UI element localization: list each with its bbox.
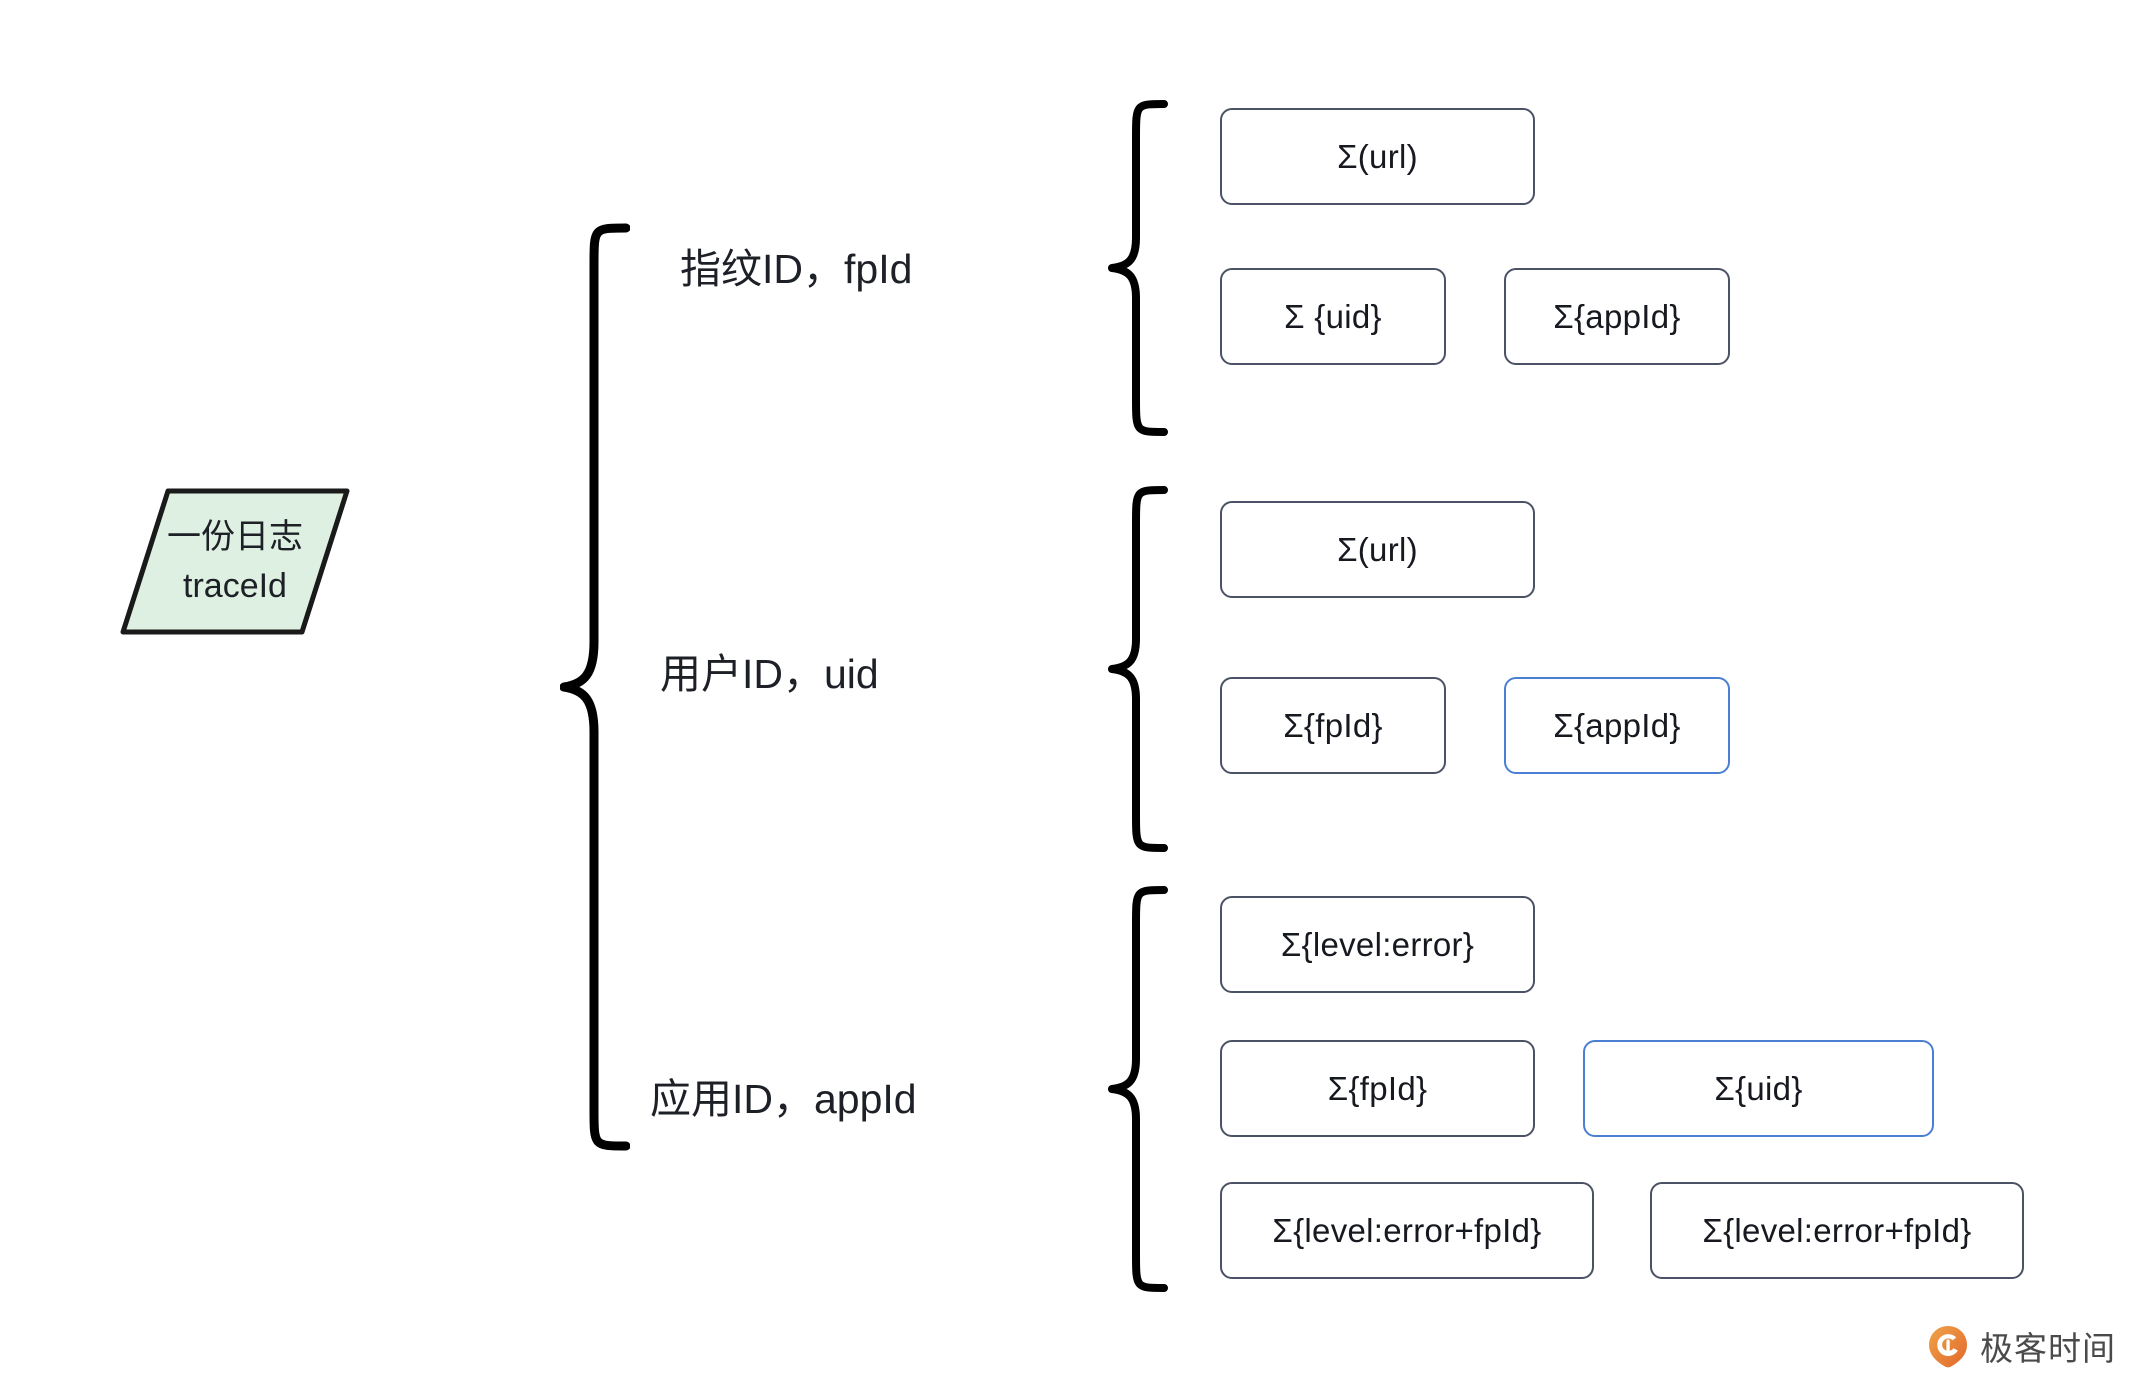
group-brace-fpid (1108, 100, 1168, 436)
node-label: Σ{level:error} (1280, 925, 1475, 963)
node-g3-r1-c1[interactable]: Σ{level:error} (1220, 896, 1535, 993)
geektime-logo-icon (1929, 1326, 1967, 1368)
group-brace-appid (1108, 886, 1168, 1292)
node-g2-r2-c1[interactable]: Σ{fpId} (1220, 677, 1446, 774)
node-g2-r1-c1[interactable]: Σ(url) (1220, 501, 1535, 598)
main-brace (560, 223, 630, 1151)
node-label: Σ{level:error+fpId} (1702, 1211, 1972, 1249)
watermark: 极客时间 (1926, 1322, 2116, 1370)
node-label: Σ(url) (1337, 137, 1418, 175)
group-label-appid: 应用ID，appId (650, 1060, 917, 1130)
group-label-fpid: 指纹ID，fpId (680, 230, 912, 300)
node-label: Σ{uid} (1714, 1069, 1803, 1107)
node-label: Σ{level:error+fpId} (1272, 1211, 1542, 1249)
node-g3-r2-c2[interactable]: Σ{uid} (1583, 1040, 1934, 1137)
node-label: Σ{appId} (1553, 297, 1681, 335)
node-g1-r2-c2[interactable]: Σ{appId} (1504, 268, 1730, 365)
node-label: Σ {uid} (1284, 297, 1382, 335)
node-g3-r3-c1[interactable]: Σ{level:error+fpId} (1220, 1182, 1594, 1279)
node-label: Σ{fpId} (1283, 706, 1383, 744)
node-g2-r2-c2[interactable]: Σ{appId} (1504, 677, 1730, 774)
group-label-uid: 用户ID，uid (660, 635, 879, 705)
node-label: Σ{fpId} (1327, 1069, 1428, 1107)
node-label: Σ(url) (1337, 530, 1418, 568)
node-label: Σ{appId} (1553, 706, 1681, 744)
node-g1-r2-c1[interactable]: Σ {uid} (1220, 268, 1446, 365)
source-log-shape (120, 488, 350, 635)
node-g3-r2-c1[interactable]: Σ{fpId} (1220, 1040, 1535, 1137)
node-g3-r3-c2[interactable]: Σ{level:error+fpId} (1650, 1182, 2024, 1279)
group-brace-uid (1108, 486, 1168, 852)
watermark-text: 极客时间 (1980, 1330, 2116, 1367)
group-label-text: 用户ID，uid (660, 651, 879, 697)
group-label-text: 应用ID，appId (650, 1076, 917, 1122)
node-g1-r1-c1[interactable]: Σ(url) (1220, 108, 1535, 205)
group-label-text: 指纹ID，fpId (680, 246, 913, 292)
